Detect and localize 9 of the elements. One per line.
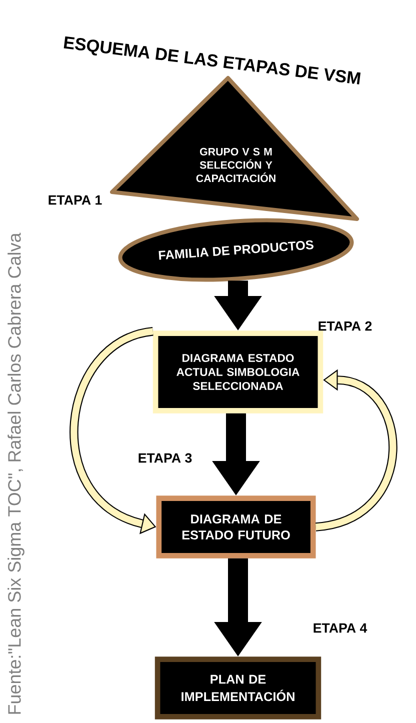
- stage-label: ETAPA 2: [318, 321, 372, 331]
- process-box: DIAGRAMA DE ESTADO FUTURO: [156, 496, 316, 558]
- process-box: PLAN DE IMPLEMENTACIÓN: [154, 656, 322, 720]
- title: ESQUEMA DE LAS ETAPAS DE VSM: [64, 36, 361, 84]
- process-box: DIAGRAMA ESTADO ACTUAL SIMBOLOGIA SELECCIONADA: [152, 330, 324, 414]
- source-note: Fuente:"Lean Six Sigma TOC", Rafael Carlos Cabrera Calva: [8, 232, 24, 714]
- stage-label: ETAPA 4: [314, 623, 368, 633]
- stage-label: ETAPA 3: [138, 453, 192, 463]
- stage-label: ETAPA 1: [48, 195, 102, 205]
